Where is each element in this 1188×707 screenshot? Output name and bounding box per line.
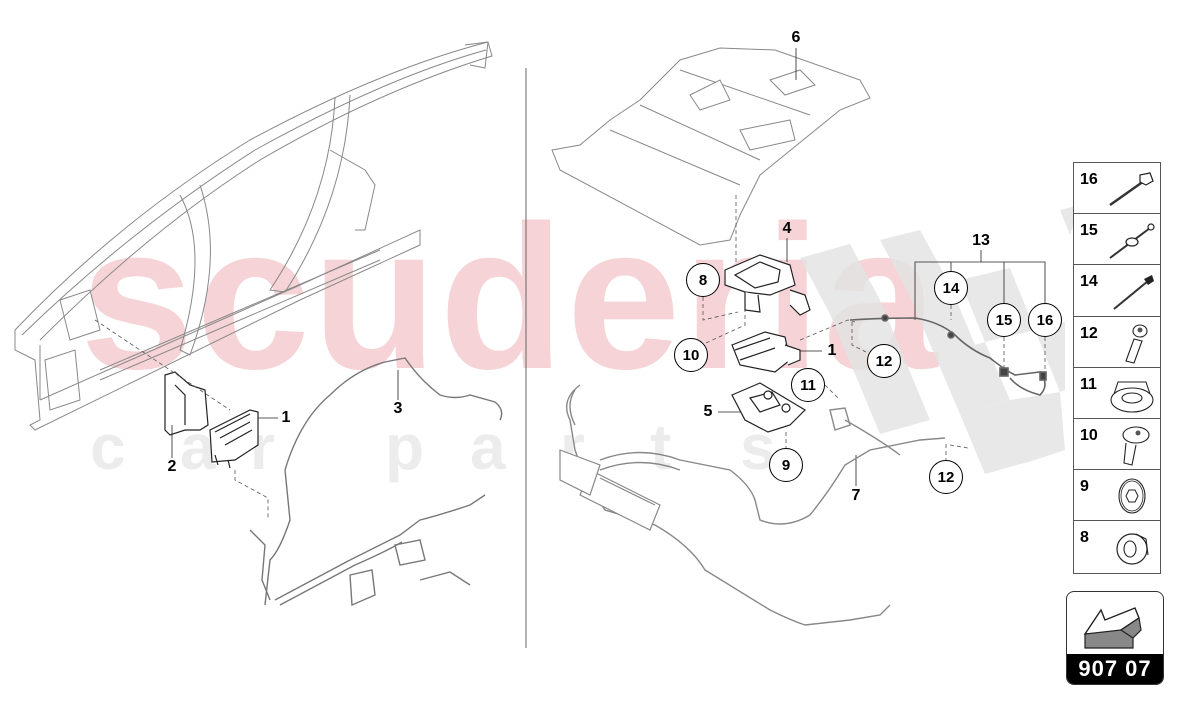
legend-number: 8: [1080, 529, 1089, 547]
bracket-2: [164, 371, 209, 436]
legend-number: 14: [1080, 273, 1098, 291]
callout-4: 4: [782, 220, 792, 237]
callout-5: 5: [703, 403, 713, 420]
hex-socket-washer-icon: [1118, 478, 1146, 514]
callout-7: 7: [851, 487, 861, 504]
legend-item-11: 11: [1074, 368, 1160, 419]
mounting-bracket-4: [724, 254, 811, 316]
fuel-filter: [559, 449, 661, 531]
control-module-1: [209, 409, 259, 469]
legend-item-12: 12: [1074, 317, 1160, 368]
circled-callout-10: 10: [674, 338, 708, 372]
legend-item-15: 15: [1074, 214, 1160, 266]
fastener-legend: 16 15 14 12: [1073, 162, 1161, 574]
dashed-guide-lines-left: [94, 319, 269, 520]
floor-panel-6: [551, 47, 871, 246]
legend-number: 10: [1080, 426, 1098, 444]
legend-item-8: 8: [1074, 521, 1160, 572]
legend-number: 9: [1080, 478, 1089, 496]
circled-callout-15: 15: [987, 303, 1021, 337]
control-module-1-right: [731, 331, 801, 373]
circled-callout-9: 9: [769, 448, 803, 482]
leader-lines-left: [171, 370, 399, 458]
dashboard-harness: [249, 494, 486, 607]
cable-13: [849, 314, 1047, 396]
legend-item-10: 10: [1074, 419, 1160, 471]
circled-callout-12: 12: [867, 344, 901, 378]
leader-lines-right: [718, 48, 1046, 486]
mounting-plate-5: [731, 382, 806, 433]
circled-callout-12-lower: 12: [929, 460, 963, 494]
legend-number: 11: [1080, 375, 1097, 393]
callout-13: 13: [972, 232, 990, 249]
callout-1-left: 1: [281, 409, 291, 426]
watermark-letter: c: [90, 411, 126, 483]
callout-2: 2: [167, 458, 177, 475]
flange-torx-bolt-icon: [1122, 426, 1150, 466]
socket-head-bolt-icon: [1125, 324, 1148, 364]
circled-callout-16: 16: [1028, 303, 1062, 337]
legend-number: 15: [1080, 222, 1098, 240]
cable-tie-clip-icon: [1109, 172, 1154, 207]
wiring-harness-3: [264, 357, 503, 606]
retaining-clip-nut-icon: [1110, 381, 1154, 413]
flange-nut-icon: [1116, 533, 1149, 565]
legend-number: 16: [1080, 171, 1098, 188]
diagram-reference-box: 907 07: [1066, 591, 1164, 685]
main-harness-7: [566, 384, 946, 626]
callout-6: 6: [791, 29, 801, 46]
body-side-frame: [14, 41, 493, 431]
circled-callout-14: 14: [934, 271, 968, 305]
legend-item-16: 16: [1074, 163, 1160, 215]
legend-number: 12: [1080, 324, 1098, 342]
watermark-letter: p: [385, 411, 425, 483]
diagram-reference-code: 907 07: [1067, 654, 1163, 684]
legend-item-14: 14: [1074, 265, 1160, 317]
callout-3: 3: [393, 400, 403, 417]
watermark-letter: a: [470, 411, 506, 483]
checkered-flag-watermark: [800, 205, 1080, 474]
cable-tie-push-mount-icon: [1113, 275, 1154, 311]
circled-callout-11: 11: [791, 368, 825, 402]
callout-1-right: 1: [827, 342, 837, 359]
cable-tie-grommet-icon: [1109, 223, 1155, 259]
orientation-arrow-icon: [1083, 607, 1142, 649]
legend-item-9: 9: [1074, 470, 1160, 522]
circled-callout-8: 8: [686, 263, 720, 297]
